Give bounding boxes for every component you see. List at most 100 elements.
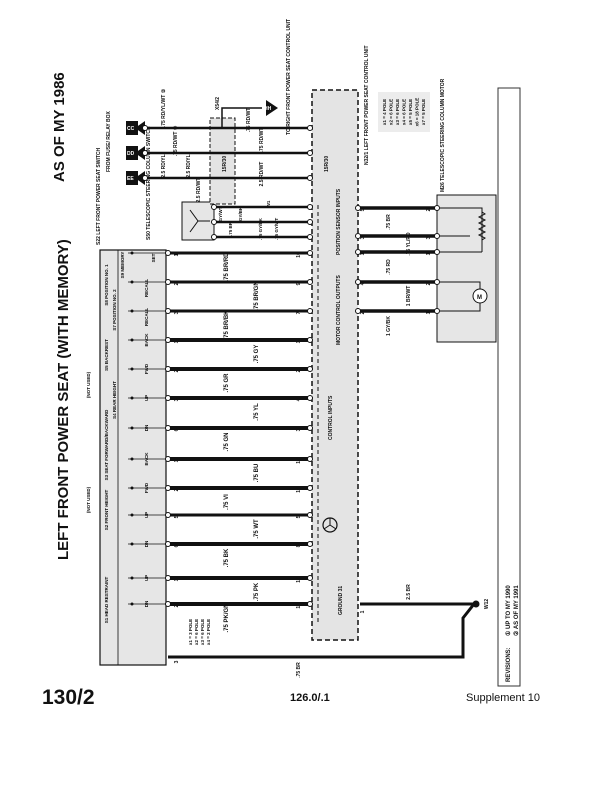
s50-wire-label: .75 GY/WT — [274, 218, 279, 241]
hh-branch — [221, 107, 262, 128]
connector-pin — [307, 366, 313, 372]
source-arrow-icon — [135, 146, 145, 160]
connector-pin — [355, 233, 361, 239]
unit-pole-item: x7 = 5 POLE — [421, 99, 426, 125]
connector-pin — [307, 512, 313, 518]
wire-color-label: .75 GY — [254, 345, 260, 364]
motor-box — [436, 194, 497, 343]
connector-pin — [307, 308, 313, 314]
unit-pole-item: x2 = 6 POLE — [389, 99, 394, 125]
s50-switch-contact-icon — [189, 209, 210, 233]
unit-pin-number: 1 — [296, 340, 302, 343]
connector-pin — [165, 541, 171, 547]
connector-pin — [307, 250, 313, 256]
as-of-label: AS OF MY 1986 — [51, 72, 68, 182]
switch-contact-dot — [130, 367, 134, 371]
group-motor-outputs: MOTOR CONTROL OUTPUTS — [336, 275, 342, 345]
wire-color-label: .75 YL — [254, 403, 260, 421]
revision-1: ① UP TO MY 1990 — [505, 585, 512, 636]
revisions-label: REVISIONS: — [506, 647, 512, 682]
connector-pin — [165, 250, 171, 256]
connector-pin — [307, 175, 313, 181]
connector-pin — [307, 279, 313, 285]
wire-color-label: .75 WT — [254, 519, 260, 539]
unit-pin-number: 14 — [296, 487, 302, 493]
s22-label: S22 LEFT FRONT POWER SEAT SWITCH — [96, 147, 102, 245]
hh-arrow-icon — [266, 100, 278, 116]
switch-contact-dot — [130, 602, 134, 606]
motor-pin-number: 2 — [426, 282, 432, 285]
connector-pin — [434, 233, 440, 239]
switch-name: S2 FRONT HEIGHT — [104, 490, 109, 531]
potentiometer-icon — [477, 211, 487, 241]
source-hh: HH — [264, 106, 272, 112]
unit-pin-number: 9 — [296, 282, 302, 285]
switch-name: S4 REAR HEIGHT — [112, 381, 117, 419]
unit-pin-number: 3 — [360, 236, 366, 239]
ground-main-label: 2.5 BR — [406, 584, 412, 600]
not-used-label: (NOT USED) — [86, 371, 91, 398]
switch-pin-number: 5 — [174, 515, 180, 518]
connector-pin — [211, 219, 217, 225]
control-unit-label: N32/1 LEFT FRONT POWER SEAT CONTROL UNIT — [364, 45, 370, 165]
switch-pin-number: 3 — [174, 398, 180, 401]
source-tag — [126, 121, 138, 135]
s50-wire-label: GY/BK — [238, 206, 243, 221]
to-right-unit-label: TO RIGHT FRONT POWER SEAT CONTROL UNIT — [286, 19, 292, 135]
supply-wire-label: .75 RD/WT — [246, 108, 252, 133]
s22-switch-box — [99, 249, 167, 666]
supply-wire-label: .75 RD/YL/WT ② — [161, 88, 167, 127]
connector-pin — [165, 366, 171, 372]
unit-pole-item: x6 = 18 POLE — [415, 98, 420, 127]
connector-pin — [165, 485, 171, 491]
connector-pin — [434, 249, 440, 255]
connector-pin — [165, 456, 171, 462]
unit-pin-number: 2 — [360, 311, 366, 314]
unit-pin-number: 12 — [296, 577, 302, 583]
source-arrow-icon — [135, 121, 145, 135]
switch-common-line — [117, 250, 166, 666]
diagram-title: LEFT FRONT POWER SEAT (WITH MEMORY) — [55, 239, 72, 560]
ground-point-label: W12 — [484, 599, 490, 610]
wire-color-label: .75 PK — [254, 582, 260, 601]
source-tag — [126, 146, 138, 160]
switch-contact-dot — [130, 251, 134, 255]
control-unit-box — [311, 89, 359, 641]
connector-pin — [165, 337, 171, 343]
switch-name: S8 POSITION NO. 1 — [104, 264, 109, 306]
ground-31-label: GROUND 31 — [338, 586, 344, 615]
wire-color-label: .75 GN — [224, 432, 230, 451]
wire-color-label: .75 BR/GN — [254, 281, 260, 310]
switch-position-label: SET — [151, 253, 156, 262]
x54-inner-label: 15R/30 — [222, 156, 228, 172]
connector-pin — [355, 205, 361, 211]
connector-pin — [307, 337, 313, 343]
supply-wire-label: 2.5 RD/YL — [161, 154, 167, 177]
connector-pin — [307, 541, 313, 547]
unit-pin-number: 2 — [296, 369, 302, 372]
wire-color-label: .75 PK/GN — [224, 603, 230, 632]
connector-pin — [307, 601, 313, 607]
revisions-box — [497, 87, 521, 687]
switch-name: S3 SEAT FORWARD/BACKWARD — [104, 409, 109, 481]
connector-pin — [165, 425, 171, 431]
source-tag — [126, 171, 138, 185]
switch-pole-item: x3 = 6 POLE — [200, 619, 205, 645]
ground-point-icon — [472, 600, 480, 608]
unit-pin-number: 1 — [360, 252, 366, 255]
x54-label: X54/2 — [215, 97, 221, 110]
section-code: 126.0/.1 — [290, 692, 330, 704]
connector-pin — [355, 249, 361, 255]
unit-pin-number: 5 — [360, 208, 366, 211]
connector-pin — [355, 279, 361, 285]
switch-pin-number: 2 — [174, 604, 180, 607]
switch-name: S9 MEMORY — [120, 252, 125, 279]
connector-pin — [307, 204, 313, 210]
supply-wire-label: 2.5 RD/WT — [196, 178, 202, 203]
switch-pole-item: x2 = 6 POLE — [194, 619, 199, 645]
